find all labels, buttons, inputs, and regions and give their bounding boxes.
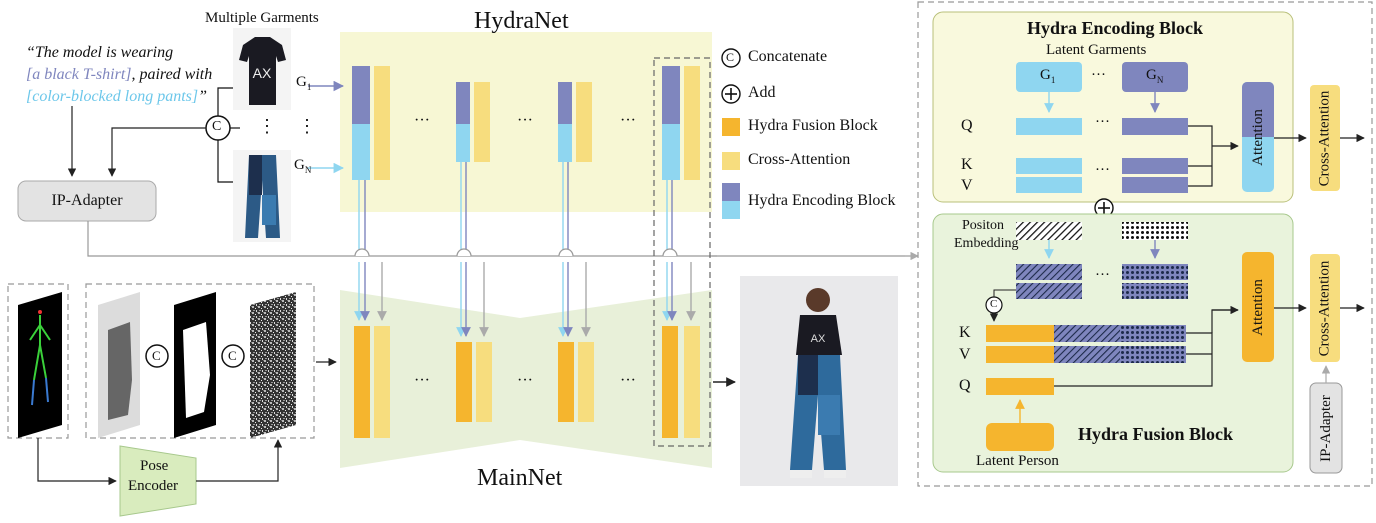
fusion-cross-attention-box xyxy=(1310,254,1340,362)
output-person-image: AX xyxy=(740,276,898,486)
legend-encoding: Hydra Encoding Block xyxy=(748,192,896,209)
enc-g1-box xyxy=(1016,62,1082,92)
mainnet-shape xyxy=(340,290,712,468)
fusion-ip-adapter-label: IP-Adapter xyxy=(1317,394,1334,462)
hydranet-ellipsis-1: ··· xyxy=(414,112,430,129)
enc-gn-box xyxy=(1122,62,1188,92)
position-embedding-label-1: Positon xyxy=(962,218,1005,233)
legend-encoding-swatch-bottom xyxy=(722,201,740,219)
mainnet-block-4 xyxy=(662,326,700,438)
hydranet-block-4 xyxy=(662,66,700,180)
fusion-ellipsis: ··· xyxy=(1095,267,1110,283)
hydranet-ellipsis-2: ··· xyxy=(517,112,533,129)
fusion-q-label: Q xyxy=(959,377,971,394)
fusion-c-glyph: C xyxy=(990,298,998,310)
hydranet-block-1 xyxy=(352,66,390,180)
tshirt-image: AX xyxy=(233,28,291,110)
enc-gn-label: GN xyxy=(1146,67,1164,85)
legend-add: Add xyxy=(748,84,776,101)
garments-vdots-2: ⋮ xyxy=(298,116,316,136)
concat-circle-pose-2 xyxy=(221,344,245,368)
legend-fusion: Hydra Fusion Block xyxy=(748,117,878,134)
pose-encoder-label-2: Encoder xyxy=(128,478,178,494)
legend-fusion-swatch xyxy=(722,118,740,136)
mainnet-block-2 xyxy=(456,342,492,422)
concat-c-pose-2: C xyxy=(228,348,237,363)
fusion-k-label: K xyxy=(959,324,971,341)
legend-concatenate: Concatenate xyxy=(748,48,828,65)
enc-q-label: Q xyxy=(961,117,973,134)
pose-encoder-label-1: Pose xyxy=(140,458,169,474)
ip-adapter-box xyxy=(17,180,157,222)
legend-concat-icon xyxy=(721,48,741,68)
position-embedding-label-2: Embedding xyxy=(954,236,1019,251)
caption-pants: [color-blocked long pants] xyxy=(26,88,199,105)
mainnet-title: MainNet xyxy=(477,465,563,491)
hydranet-title: HydraNet xyxy=(474,8,569,34)
hydranet-ellipsis-3: ··· xyxy=(620,112,636,129)
g1-label: G1 xyxy=(296,74,312,92)
caption-tshirt: [a black T-shirt] xyxy=(26,66,132,83)
latent-garments-label: Latent Garments xyxy=(1046,42,1147,58)
caption-line-1: “The model is wearing xyxy=(26,44,174,61)
mainnet-ellipsis-3: ··· xyxy=(620,372,636,389)
mainnet-block-3 xyxy=(558,342,594,422)
encoding-title: Hydra Encoding Block xyxy=(1027,18,1204,38)
fusion-attention-box xyxy=(1242,252,1274,362)
hydranet-shape xyxy=(340,32,712,212)
mainnet-block-1 xyxy=(354,326,390,438)
fusion-v-label: V xyxy=(959,346,971,363)
hydranet-block-2 xyxy=(456,82,490,162)
latent-person-box xyxy=(986,423,1054,451)
caption-line-2: [a black T-shirt], paired with xyxy=(26,66,212,84)
enc-cross-attention-label: Cross-Attention xyxy=(1316,90,1333,186)
enc-ellipsis-1: ··· xyxy=(1091,67,1106,83)
enc-attention-label: Attention xyxy=(1249,108,1266,166)
highlight-dashed-box xyxy=(653,57,711,447)
legend-cross: Cross-Attention xyxy=(748,151,851,168)
caption-close-quote: ” xyxy=(198,88,208,105)
svg-text:AX: AX xyxy=(253,65,272,81)
mask-noise-box xyxy=(85,283,315,439)
hydranet-block-3 xyxy=(558,82,592,162)
enc-ellipsis-2: ··· xyxy=(1095,114,1110,130)
concat-circle-pose-1 xyxy=(145,344,169,368)
fusion-attention-label: Attention xyxy=(1249,278,1266,336)
svg-text:AX: AX xyxy=(811,333,826,345)
concat-c-pose-1: C xyxy=(152,348,161,363)
caption-paired: , paired with xyxy=(131,66,213,83)
encoding-panel xyxy=(932,11,1294,203)
fusion-cross-attention-label: Cross-Attention xyxy=(1316,260,1333,356)
garments-vdots-1: ⋮ xyxy=(258,116,276,136)
enc-k-label: K xyxy=(961,156,973,173)
mainnet-ellipsis-2: ··· xyxy=(517,372,533,389)
caption-line-3: [color-blocked long pants]” xyxy=(26,88,207,106)
mainnet-ellipsis-1: ··· xyxy=(414,372,430,389)
ip-adapter-label: IP-Adapter xyxy=(51,192,123,209)
latent-person-label: Latent Person xyxy=(976,453,1059,469)
enc-g1-label: G1 xyxy=(1040,67,1056,85)
enc-ellipsis-3: ··· xyxy=(1095,162,1110,178)
fusion-title: Hydra Fusion Block xyxy=(1078,424,1234,444)
concat-c-garments: C xyxy=(212,119,222,134)
legend-c-glyph: C xyxy=(726,50,735,64)
pants-image xyxy=(233,150,291,242)
enc-v-label: V xyxy=(961,177,973,194)
multiple-garments-label: Multiple Garments xyxy=(205,10,319,26)
gn-label: GN xyxy=(294,157,312,175)
legend-encoding-swatch-top xyxy=(722,183,740,201)
detail-panel xyxy=(917,1,1373,487)
pose-encoder-shape xyxy=(119,445,197,517)
enc-cross-attention-box xyxy=(1310,85,1340,191)
legend-cross-swatch xyxy=(722,152,740,170)
